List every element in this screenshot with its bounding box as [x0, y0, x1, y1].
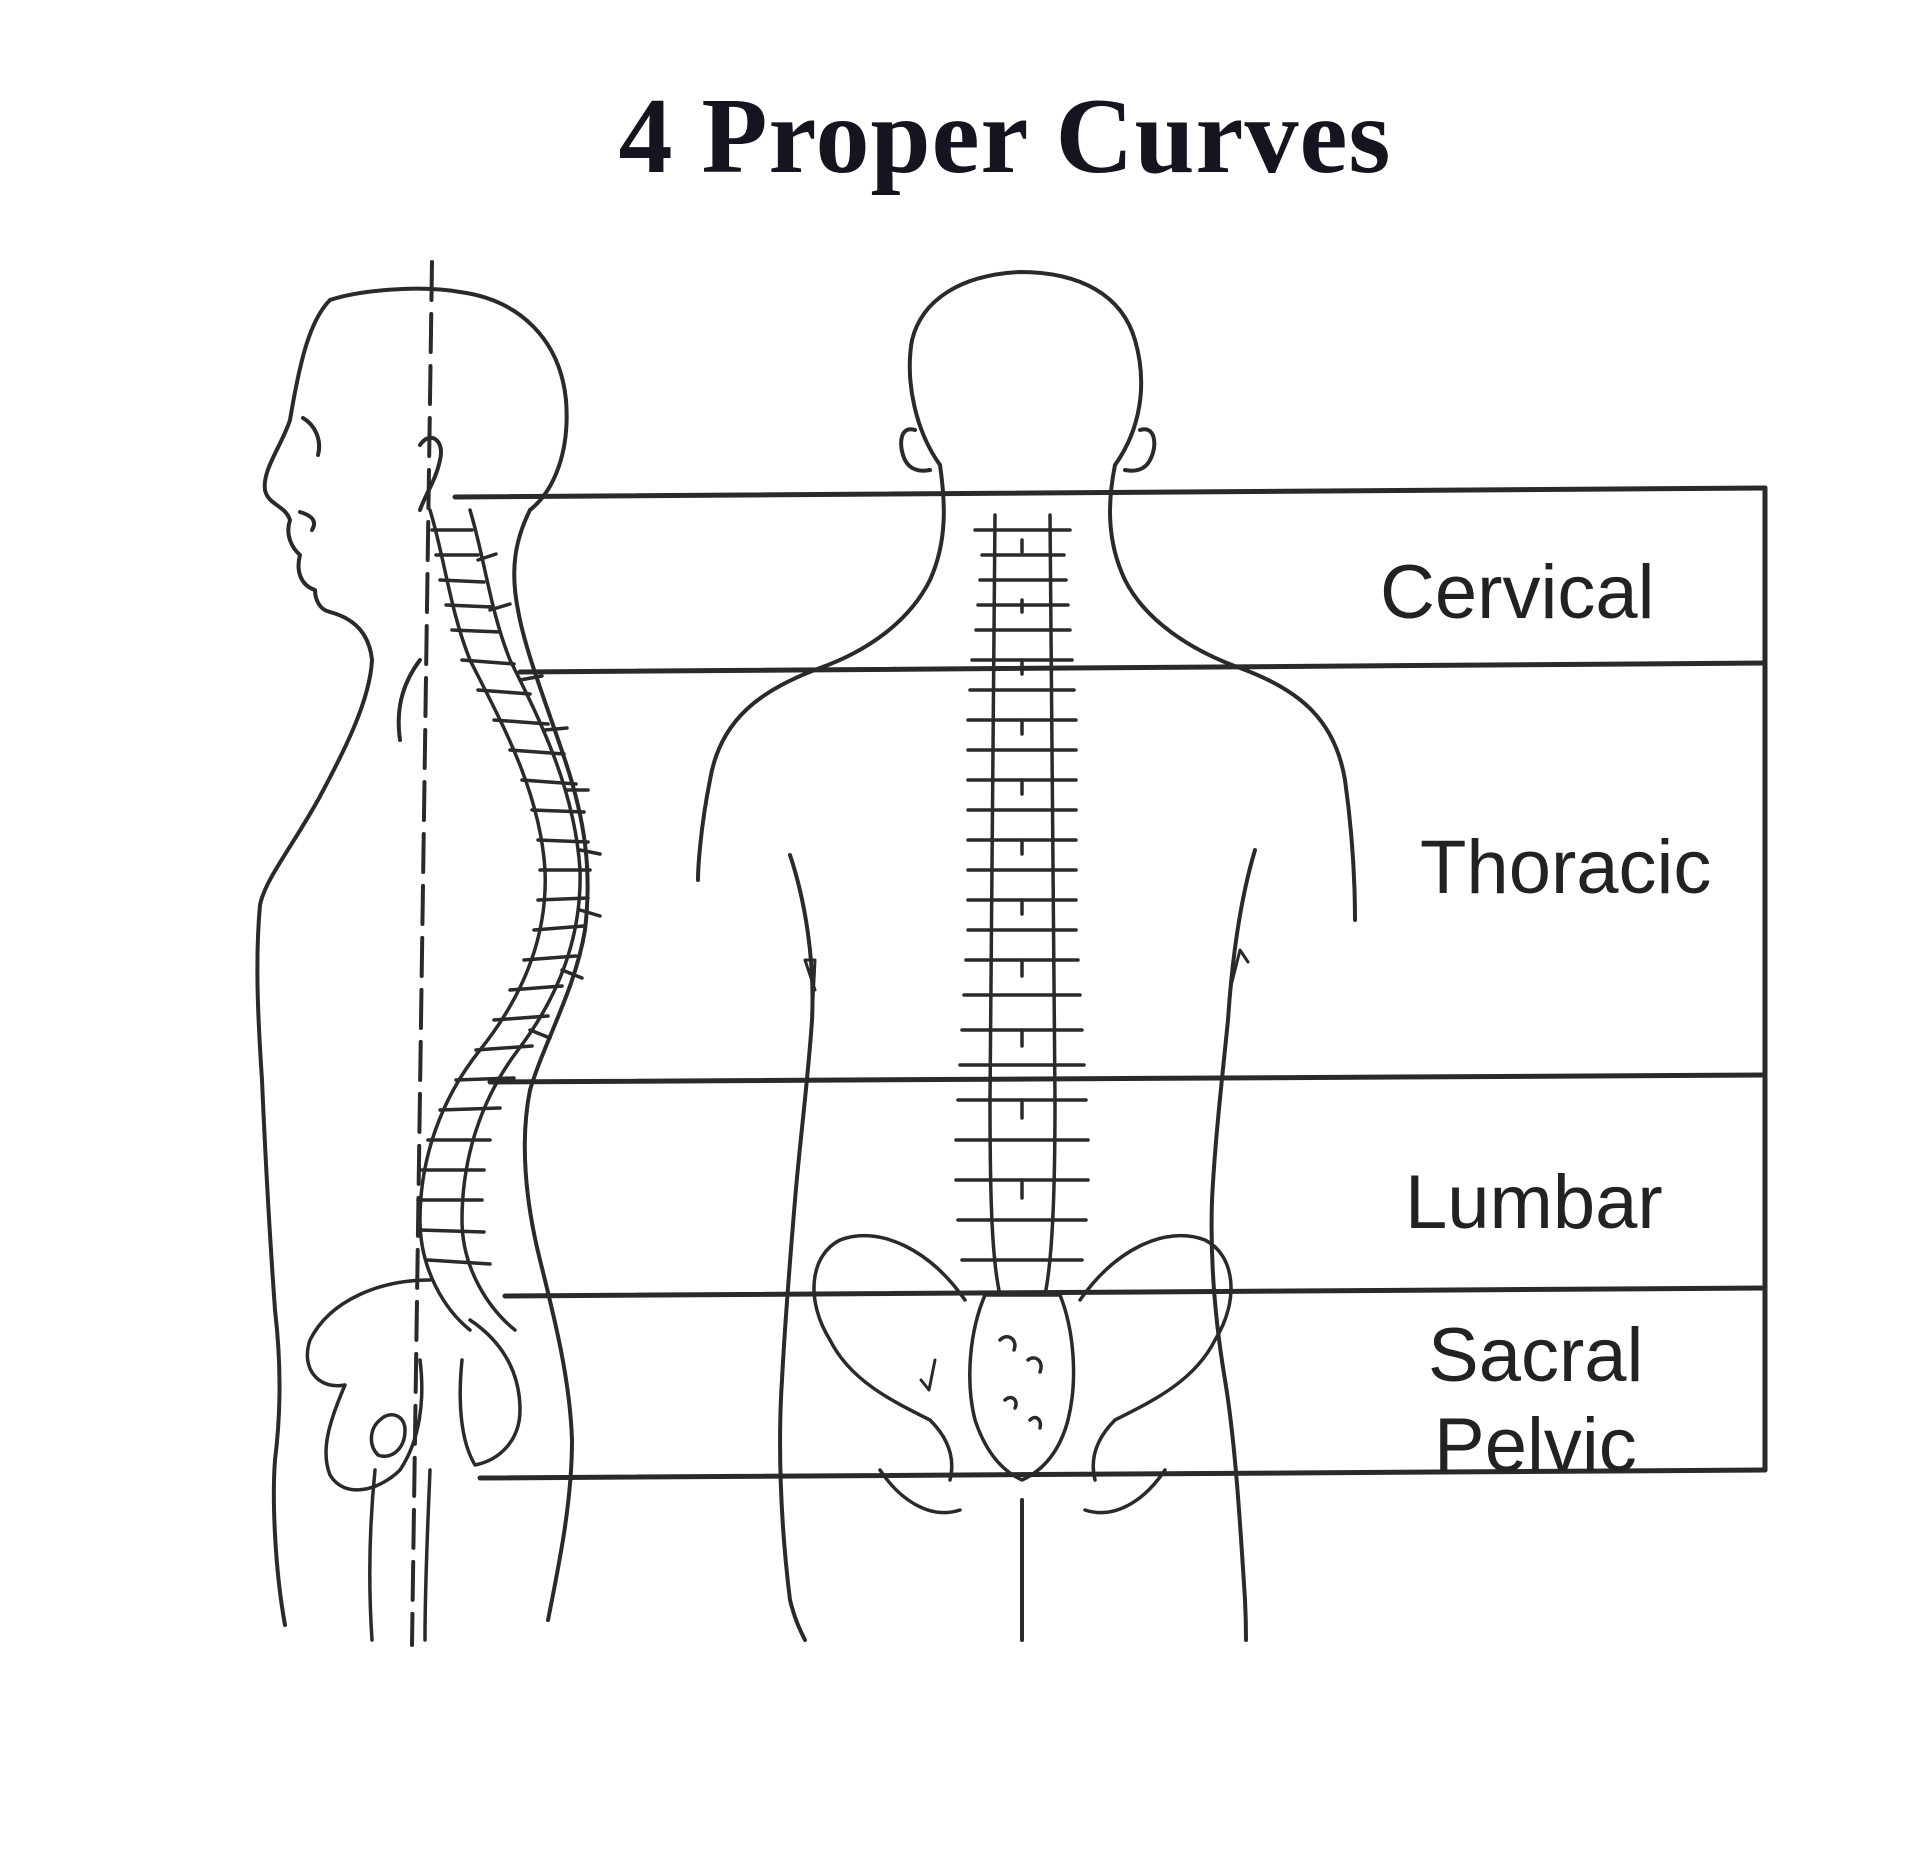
side-femur: [368, 1468, 432, 1642]
side-body-front: [255, 658, 374, 1627]
back-vertebra-ticks: [954, 528, 1090, 1262]
region-label-thoracic: Thoracic: [1420, 825, 1712, 910]
region-label-cervical: Cervical: [1380, 550, 1655, 635]
region-label-lumbar: Lumbar: [1405, 1160, 1663, 1245]
region-line-bottom: [477, 1467, 1768, 1481]
side-ear: [418, 435, 443, 512]
back-left-torso: [778, 853, 815, 1642]
region-label-sacral: Sacral: [1428, 1313, 1644, 1398]
back-head-outline: [907, 270, 1144, 467]
back-spine-vertebrae: [954, 513, 1090, 1297]
side-body-back: [512, 508, 590, 1622]
side-vertebra-ticks: [416, 528, 592, 1266]
back-pelvis: [812, 1234, 1233, 1515]
side-sacrum: [458, 1318, 522, 1467]
back-sacrum: [968, 1293, 1076, 1482]
region-label-pelvic: Pelvic: [1434, 1403, 1637, 1488]
back-right-ilium: [1078, 1234, 1233, 1482]
back-left-ilium: [812, 1234, 967, 1482]
diagram-title: 4 Proper Curves: [618, 77, 1392, 196]
back-right-torso: [1209, 848, 1257, 1642]
back-view-figure: [696, 270, 1357, 1642]
back-left-shoulder: [696, 463, 946, 882]
region-line-cervical-thoracic: [517, 660, 1768, 675]
region-divider-lines: [452, 485, 1768, 1481]
region-line-thoracic-lumbar: [487, 1072, 1768, 1085]
side-pelvis: [305, 1278, 432, 1492]
side-spine-vertebrae: [305, 508, 602, 1642]
back-right-shoulder: [1108, 463, 1357, 922]
side-head-outline: [262, 286, 569, 662]
region-line-lumbar-sacral: [502, 1285, 1768, 1299]
side-view-figure: [255, 260, 602, 1647]
